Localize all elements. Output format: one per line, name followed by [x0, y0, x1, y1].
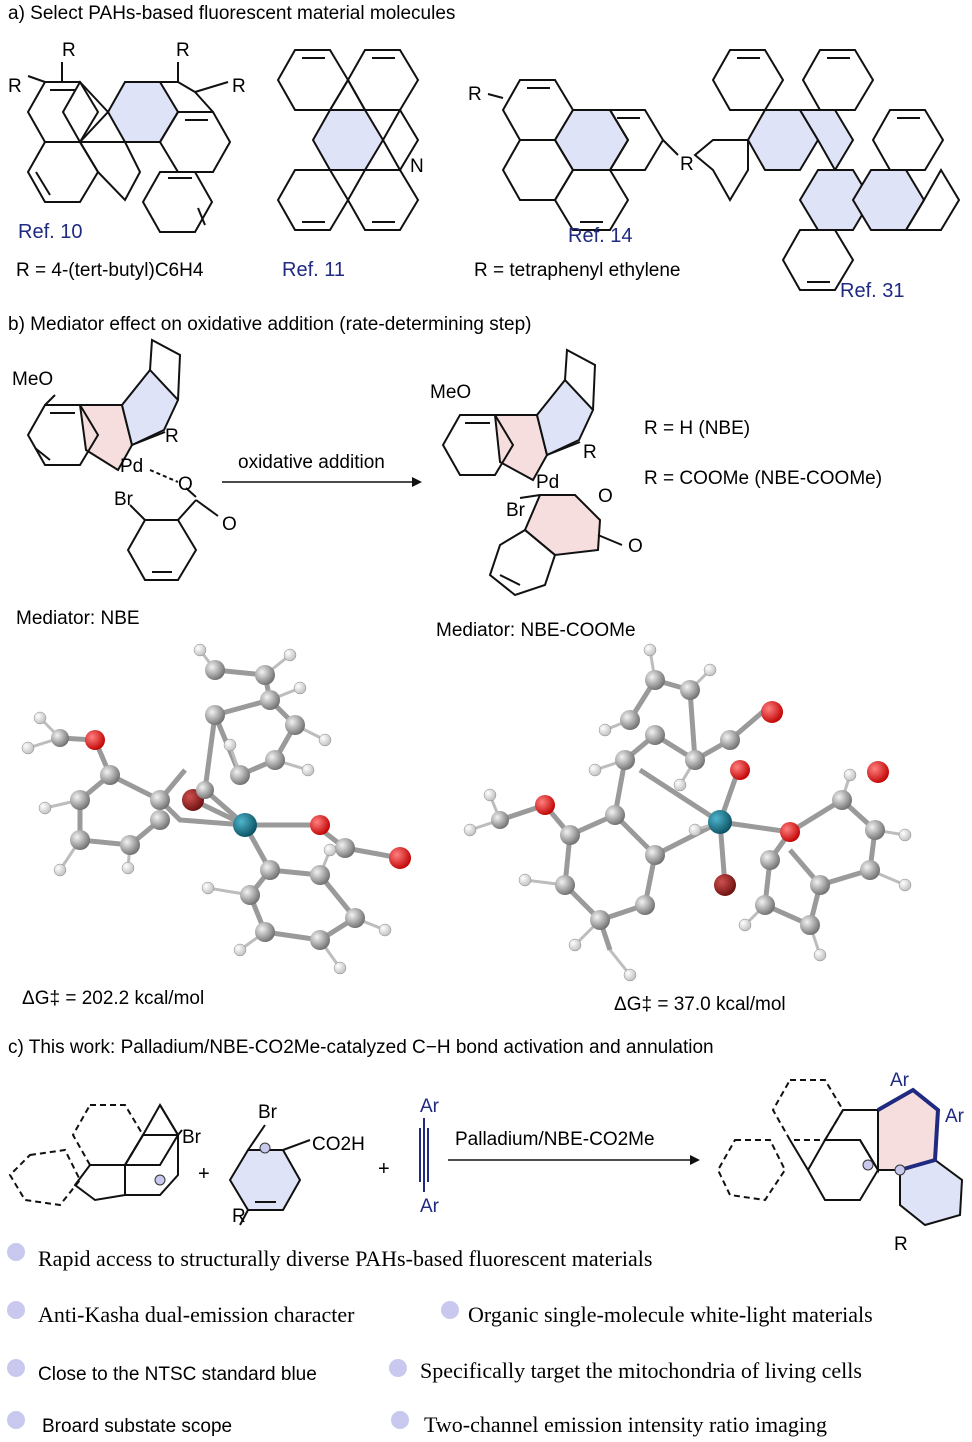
bromine-label: Br [506, 500, 526, 521]
ref10-label: Ref. 10 [18, 221, 82, 243]
reactive-site-marker [154, 1174, 166, 1186]
oxygen-label: O [628, 536, 643, 557]
arrow-label: oxidative addition [238, 452, 385, 473]
r-h-note: R = H (NBE) [644, 418, 750, 439]
model-atoms [463, 643, 912, 982]
r-label: R [232, 1206, 246, 1227]
r-label: R [680, 154, 694, 175]
r-label: R [62, 40, 76, 61]
carboxylic-acid-label: CO2H [312, 1134, 365, 1155]
reaction-arrowhead [690, 1155, 700, 1165]
bullet-text: Anti-Kasha dual-emission character [38, 1302, 355, 1327]
ref14-label: Ref. 14 [568, 225, 632, 247]
reactant-structure [26, 338, 219, 581]
oxygen-label: O [178, 474, 193, 495]
section-b-title: b) Mediator effect on oxidative addition… [8, 314, 531, 335]
molecule-ref10 [26, 62, 232, 233]
r-definition-2: R = tetraphenyl ethylene [474, 260, 681, 281]
bullet-text: Specifically target the mitochondria of … [420, 1358, 862, 1383]
highlighted-new-bonds [877, 1087, 941, 1172]
bullet-text: Close to the NTSC standard blue [38, 1364, 317, 1385]
r-label: R [232, 76, 246, 97]
r-coome-note: R = COOMe (NBE-COOMe) [644, 468, 882, 489]
feature-bullet-list: Rapid access to structurally diverse PAH… [7, 1243, 873, 1437]
molecule-ref31 [693, 49, 961, 291]
molecule-ref11 [276, 49, 420, 231]
bullet-text: Rapid access to structurally diverse PAH… [38, 1246, 652, 1271]
aryl-label: Ar [945, 1106, 965, 1127]
delta-g-right: ΔG‡ = 37.0 kcal/mol [614, 994, 786, 1015]
r-label: R [583, 442, 597, 463]
bullet-dot [7, 1359, 25, 1377]
r-label: R [894, 1234, 908, 1255]
delta-g-left: ΔG‡ = 202.2 kcal/mol [22, 988, 204, 1009]
section-a-title: a) Select PAHs-based fluorescent materia… [8, 3, 455, 24]
reactive-site-marker [894, 1164, 906, 1176]
aryl-label: Ar [420, 1196, 440, 1217]
bullet-dot [441, 1301, 459, 1319]
bullet-text: Two-channel emission intensity ratio ima… [424, 1412, 827, 1437]
reactant-bromobenzoic-acid [228, 1124, 311, 1226]
section-c-title: c) This work: Palladium/NBE-CO2Me-cataly… [8, 1037, 714, 1058]
bullet-dot [7, 1243, 25, 1261]
product-structure [441, 348, 623, 597]
aryl-label: Ar [890, 1070, 910, 1091]
nitrogen-label: N [410, 156, 424, 177]
palladium-label: Pd [536, 472, 559, 493]
ball-and-stick-model-nbe-coome [463, 643, 912, 982]
model-atoms [21, 643, 411, 975]
palladium-label: Pd [120, 456, 143, 477]
bullet-dot [7, 1411, 25, 1429]
plus-sign: + [198, 1163, 210, 1185]
ball-and-stick-model-nbe [21, 643, 411, 975]
oxygen-label: O [598, 486, 613, 507]
oxygen-label: O [222, 514, 237, 535]
aryl-label: Ar [420, 1096, 440, 1117]
bromine-label: Br [258, 1102, 278, 1123]
r-label: R [176, 40, 190, 61]
ref11-label: Ref. 11 [282, 259, 345, 281]
reactant-bromofluoranthene [8, 1103, 183, 1207]
r-label: R [165, 426, 179, 447]
r-label: R [8, 76, 22, 97]
bromine-label: Br [114, 489, 134, 510]
methoxy-label: MeO [12, 369, 53, 390]
mediator-nbe-label: Mediator: NBE [16, 608, 140, 629]
plus-sign: + [378, 1158, 390, 1180]
reactant-alkyne [419, 1118, 429, 1192]
reactive-site-marker [862, 1159, 874, 1171]
bullet-text: Organic single-molecule white-light mate… [468, 1302, 873, 1327]
r-label: R [468, 84, 482, 105]
reactive-site-marker [259, 1142, 271, 1154]
bullet-dot [389, 1359, 407, 1377]
molecule-ref14 [487, 79, 679, 231]
bullet-dot [391, 1411, 409, 1429]
bullet-text: Broard substate scope [42, 1416, 232, 1437]
mediator-coome-label: Mediator: NBE-COOMe [436, 620, 636, 641]
r-definition-1: R = 4-(tert-butyl)C6H4 [16, 260, 204, 281]
bromine-label: Br [182, 1127, 202, 1148]
arrow-label: Palladium/NBE-CO2Me [455, 1129, 655, 1150]
bullet-dot [7, 1301, 25, 1319]
methoxy-label: MeO [430, 382, 471, 403]
reaction-arrowhead [412, 477, 422, 487]
ref31-label: Ref. 31 [840, 280, 904, 302]
